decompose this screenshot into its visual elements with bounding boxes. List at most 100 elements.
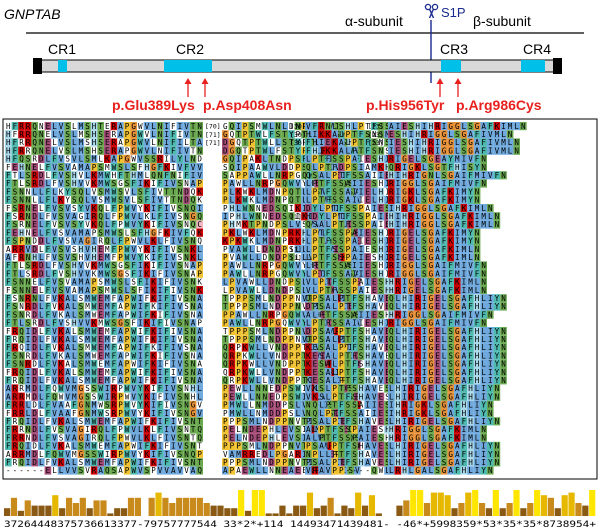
alignment-residue: V <box>184 122 189 131</box>
alignment-residue: T <box>249 130 254 139</box>
alignment-residue: W <box>256 130 261 139</box>
alignment-cell <box>377 122 385 131</box>
alignment-cell <box>130 171 137 180</box>
alignment-residue: G <box>230 146 235 155</box>
alignment-residue: V <box>468 155 473 164</box>
alignment-cell <box>274 122 282 131</box>
alignment-residue: M <box>501 146 506 155</box>
alignment-cell <box>261 146 269 155</box>
alignment-cell <box>338 154 345 163</box>
alignment-cell <box>18 154 25 163</box>
alignment-cell <box>357 146 365 155</box>
alignment-cell <box>384 154 391 163</box>
alignment-residue: I <box>488 138 493 147</box>
alignment-cell <box>394 138 402 147</box>
alignment-cell <box>294 154 302 163</box>
alignment-residue: H <box>145 163 150 172</box>
alignment-residue: S <box>372 155 377 164</box>
alignment-cell <box>64 163 71 172</box>
alignment-cell <box>506 138 514 147</box>
alignment-residue: M <box>372 163 377 172</box>
alignment-residue: R <box>112 146 117 155</box>
alignment-cell <box>38 146 45 155</box>
alignment-residue: I <box>178 122 183 131</box>
alignment-cell <box>64 171 71 180</box>
alignment-residue: L <box>85 171 90 180</box>
alignment-residue: S <box>296 155 301 164</box>
alignment-cell <box>473 130 481 139</box>
alignment-cell <box>235 154 242 163</box>
alignment-residue: I <box>422 122 427 131</box>
alignment-residue: G <box>442 130 447 139</box>
alignment-residue: A <box>339 146 344 155</box>
alignment-cell <box>18 146 25 155</box>
alignment-residue: P <box>352 146 357 155</box>
alignment-residue: I <box>171 163 176 172</box>
alignment-cell <box>255 146 262 155</box>
alignment-residue: Q <box>306 163 311 172</box>
alignment-residue: V <box>59 146 64 155</box>
alignment-residue: N <box>495 220 500 229</box>
alignment-cell <box>150 130 157 139</box>
alignment-cell <box>480 122 487 131</box>
alignment-cell <box>176 146 184 155</box>
alignment-residue: Q <box>230 163 235 172</box>
alignment-residue: N <box>296 122 301 131</box>
alignment-cell <box>427 163 435 172</box>
alignment-cell <box>447 130 454 139</box>
alignment-residue: T <box>269 155 274 164</box>
alignment-residue: F <box>138 163 143 172</box>
cr4-box <box>521 60 545 72</box>
alignment-cell <box>347 138 354 147</box>
alignment-cell <box>57 154 65 163</box>
alignment-cell <box>388 146 395 155</box>
alignment-residue: L <box>455 146 460 155</box>
alignment-residue: K <box>332 146 337 155</box>
alignment-cell <box>394 130 402 139</box>
alignment-residue: F <box>171 146 176 155</box>
alignment-residue: F <box>13 130 18 139</box>
alignment-cell <box>473 138 481 147</box>
alignment-residue: M <box>105 163 110 172</box>
alignment-cell <box>414 138 421 147</box>
alignment-cell <box>281 138 288 147</box>
alignment-residue: V <box>269 163 274 172</box>
alignment-cell <box>150 146 157 155</box>
alignment-cell <box>513 138 520 147</box>
alignment-cell <box>288 146 295 155</box>
alignment-residue: I <box>409 130 414 139</box>
alignment-residue: R <box>19 122 24 131</box>
alignment-cell <box>324 130 332 139</box>
alignment-residue: S <box>276 130 281 139</box>
alignment-residue: T <box>282 130 287 139</box>
alignment-residue: H <box>92 138 97 147</box>
alignment-residue: Y <box>475 163 480 172</box>
alignment-cell <box>77 138 85 147</box>
alignment-cell <box>344 122 352 131</box>
alignment-residue: I <box>313 130 318 139</box>
alignment-residue: M <box>79 146 84 155</box>
alignment-residue: V <box>178 163 183 172</box>
alignment-residue: T <box>289 138 294 147</box>
alignment-residue: P <box>296 130 301 139</box>
alignment-cell <box>500 130 507 139</box>
alignment-cell <box>11 154 19 163</box>
alignment-cell <box>156 163 164 172</box>
alignment-cell <box>189 154 197 163</box>
alignment-cell <box>222 154 229 163</box>
alignment-residue: Q <box>230 155 235 164</box>
alignment-cell <box>434 130 441 139</box>
alignment-cell <box>248 138 255 147</box>
alignment-cell <box>130 146 137 155</box>
alignment-residue: V <box>197 163 202 172</box>
alignment-cell <box>371 122 378 131</box>
alignment-residue: G <box>223 130 228 139</box>
alignment-cell <box>110 163 118 172</box>
alignment-cell <box>104 154 111 163</box>
alignment-residue: I <box>236 163 241 172</box>
alignment-residue: P <box>302 146 307 155</box>
alignment-cell <box>460 130 468 139</box>
alignment-residue: V <box>306 122 311 131</box>
alignment-cell <box>384 122 391 131</box>
alignment-cell <box>434 154 441 163</box>
